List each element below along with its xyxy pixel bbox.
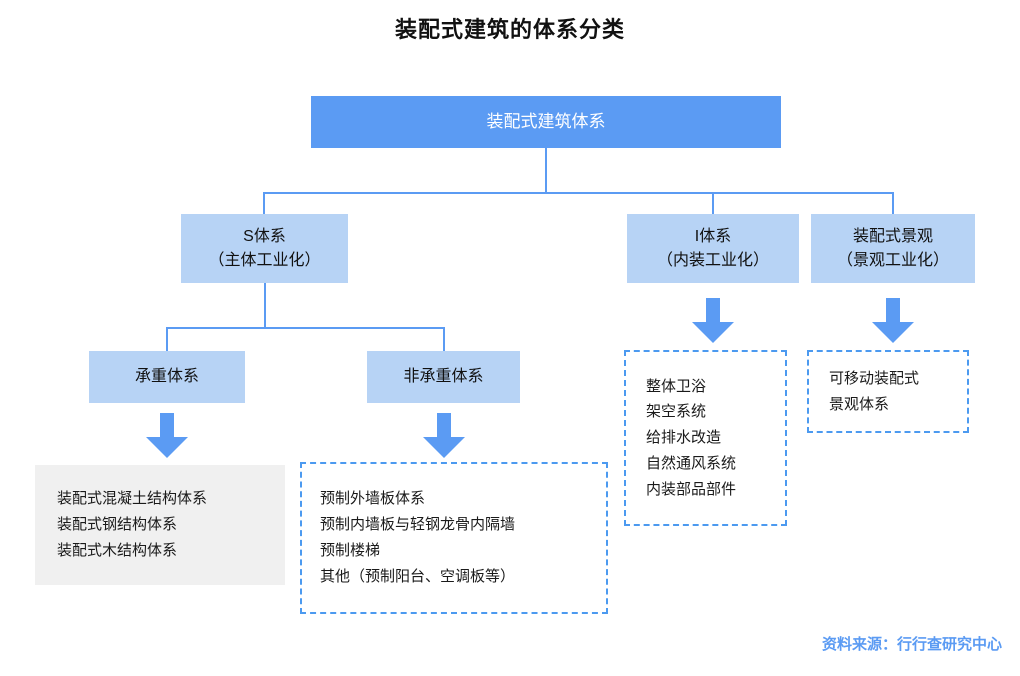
node-landscape-system-line2: （景观工业化） [836,251,949,269]
source-attribution: 资料来源：行行查研究中心 [821,636,1002,653]
list-item: 架空系统 [646,403,707,421]
connector-root-stem [545,148,547,193]
node-non-load-bearing[interactable]: 非承重体系 [367,351,520,403]
node-load-bearing[interactable]: 承重体系 [89,351,245,403]
node-i-system[interactable]: I体系 （内装工业化） [627,214,799,283]
list-item: 给排水改造 [646,429,722,447]
panel-load-bearing-items: 装配式混凝土结构体系 装配式钢结构体系 装配式木结构体系 [35,465,285,585]
node-non-load-bearing-label: 非承重体系 [403,368,484,386]
list-item: 可移动装配式 [829,369,920,387]
list-item: 预制楼梯 [320,542,381,559]
connector-to-i-system [712,192,714,215]
connector-level3-bus [166,327,444,329]
arrow-down-load-bearing [145,413,189,459]
connector-to-load-bearing [166,327,168,352]
list-item: 自然通风系统 [646,454,737,472]
connector-to-non-load-bearing [443,327,445,352]
node-root-label: 装配式建筑体系 [486,111,606,131]
arrow-down-i-system [691,298,735,344]
node-landscape-system-line1: 装配式景观 [852,228,933,246]
connector-level2-bus [263,192,894,194]
list-item: 整体卫浴 [646,377,707,395]
node-landscape-system[interactable]: 装配式景观 （景观工业化） [811,214,975,283]
connector-to-s-system [263,192,265,215]
panel-non-load-bearing-items: 预制外墙板体系 预制内墙板与轻钢龙骨内隔墙 预制楼梯 其他（预制阳台、空调板等） [300,462,608,614]
panel-interior-items: 整体卫浴 架空系统 给排水改造 自然通风系统 内装部品部件 [624,350,787,526]
node-s-system-line2: （主体工业化） [208,251,321,269]
list-item: 预制内墙板与轻钢龙骨内隔墙 [320,516,516,534]
list-item: 装配式混凝土结构体系 [57,490,208,508]
node-s-system-line1: S体系 [243,228,286,246]
list-item: 装配式木结构体系 [57,541,178,559]
list-item: 装配式钢结构体系 [57,516,178,534]
node-root[interactable]: 装配式建筑体系 [311,96,781,148]
arrow-down-non-load-bearing [422,413,466,459]
list-item: 预制外墙板体系 [320,490,426,508]
list-item: 景观体系 [829,395,890,413]
list-item: 内装部品部件 [646,480,737,498]
node-i-system-line2: （内装工业化） [656,251,769,269]
node-i-system-line1: I体系 [694,228,732,246]
connector-to-landscape-system [892,192,894,215]
page-title: 装配式建筑的体系分类 [394,17,625,42]
node-s-system[interactable]: S体系 （主体工业化） [181,214,348,283]
arrow-down-landscape-system [871,298,915,344]
node-load-bearing-label: 承重体系 [134,368,199,386]
panel-landscape-items: 可移动装配式 景观体系 [807,350,969,433]
list-item: 其他（预制阳台、空调板等） [320,567,516,585]
connector-s-stem [264,283,266,328]
